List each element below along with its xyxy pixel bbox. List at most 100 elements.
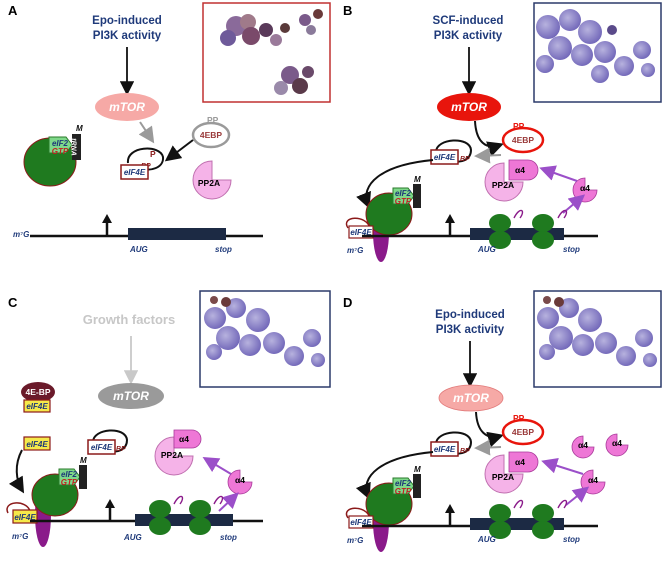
pp-label-a: PP (207, 115, 219, 125)
micrograph-b (533, 2, 662, 103)
panel-label-c: C (8, 295, 18, 310)
alpha4-extra1-label-d: α4 (578, 440, 588, 450)
alpha4-bound-label-d: α4 (515, 457, 525, 467)
arrow-alpha4-to-pp2a-d (541, 457, 584, 475)
eif4e-yellow-c (23, 399, 51, 413)
alpha4-extra2-d (605, 433, 629, 457)
alpha4-bound-b (508, 159, 539, 181)
pp-label-d: PP (513, 413, 525, 423)
pp2a-label-c: PP2A (161, 450, 183, 460)
arrow-mtor-to-4ebp-a (138, 121, 155, 144)
micrograph-c (199, 290, 331, 388)
stop-label-c: stop (220, 533, 237, 542)
panel-b-title-line1: SCF-induced (433, 15, 504, 27)
4ebp-label-d: 4EBP (512, 427, 535, 437)
panel-c: C Growth factors mTOR 4E-BP eIF4E eIF4E … (6, 290, 331, 547)
trna-label-a: tRNA (70, 138, 77, 156)
pp2a-a (192, 160, 232, 200)
eif2-label-a: eIF2 (52, 139, 69, 148)
panel-d-title-line1: Epo-induced (435, 309, 505, 321)
p-label-a: P (150, 149, 156, 159)
m7g-label-b: m⁷G (347, 246, 363, 255)
eif4e-free-label-c: eIF4E (26, 440, 48, 449)
bp-label-d: BP (460, 448, 470, 455)
bp-label-b: BP (460, 156, 470, 163)
arrow-mtor-to-4ebp-d (475, 411, 504, 448)
arrow-pp2a-back-b (474, 147, 502, 164)
stop-label-d: stop (563, 535, 580, 544)
pp2a-label-a: PP2A (198, 178, 220, 188)
m-label-a: M (76, 124, 83, 133)
stop-label-a: stop (215, 245, 232, 254)
pp2a-label-b: PP2A (492, 180, 514, 190)
eif4e-cap-label-b: eIF4E (350, 228, 372, 237)
arrow-pp2a-back-d (474, 439, 502, 456)
mtor-label-b: mTOR (451, 100, 487, 114)
panel-label-d: D (343, 295, 352, 310)
pp-label-b: PP (513, 121, 525, 131)
m-label-b: M (414, 175, 421, 184)
alpha4-free-c (227, 469, 253, 495)
alpha4-free-label-b: α4 (580, 183, 590, 193)
4ebp-label-b: 4EBP (512, 135, 535, 145)
arrow-translation-to-alpha4-d (565, 486, 590, 506)
panel-a-title-line2: PI3K activity (93, 30, 162, 42)
mtor-label-c: mTOR (113, 389, 149, 403)
aug-label-d: AUG (477, 535, 496, 544)
arrow-eif4e-to-cap-d (355, 451, 434, 500)
arrow-eif4e-to-cap-c (8, 449, 25, 494)
m7g-label-d: m⁷G (347, 536, 363, 545)
4ebp-label-a: 4EBP (200, 130, 223, 140)
micrograph-d (533, 290, 662, 388)
panel-b: B SCF-induced PI3K activity mTOR 4EBP PP… (343, 2, 662, 262)
panel-b-title-line2: PI3K activity (434, 30, 503, 42)
panel-label-b: B (343, 3, 352, 18)
mtor-node-c (98, 383, 164, 409)
eif4e-label-a: eIF4E (124, 168, 146, 177)
trna-b (413, 184, 421, 208)
gtp-label-b: GTP (395, 197, 412, 206)
4ebp-bound-c (21, 382, 55, 402)
panel-a-title-line1: Epo-induced (92, 15, 162, 27)
alpha4-free-label-c: α4 (235, 475, 245, 485)
mtor-node-d (438, 384, 504, 412)
eif4e-label-c: eIF4E (91, 443, 113, 452)
eif4e-box-c (87, 439, 116, 455)
eif4e-cap-label-c: eIF4E (14, 513, 36, 522)
panel-c-title: Growth factors (83, 312, 175, 327)
m7g-label-c: m⁷G (12, 532, 28, 541)
alpha4-extra1-d (571, 435, 595, 459)
arrow-translation-to-alpha4-c (218, 492, 239, 512)
m-label-d: M (414, 465, 421, 474)
panel-d: D Epo-induced PI3K activity mTOR 4EBP PP… (343, 290, 662, 552)
gtp-label-d: GTP (395, 487, 412, 496)
aug-label-c: AUG (123, 533, 142, 542)
4ebp-phospho-b (501, 126, 545, 154)
eif4e-yellow-label-c: eIF4E (26, 402, 48, 411)
4ebp-phospho-d (501, 418, 545, 446)
eif4e-label-b: eIF4E (434, 153, 456, 162)
alpha4-bound-label-b: α4 (515, 165, 525, 175)
eif4e-free-c (23, 436, 51, 451)
4ebp-free-a (191, 121, 231, 149)
alpha4-bound-label-c: α4 (179, 434, 189, 444)
eif4e-box-a (120, 164, 149, 180)
bp-label-c: BP (116, 446, 126, 453)
mtor-node-a (95, 93, 159, 121)
alpha4-bound-c (173, 429, 202, 449)
micrograph-a (202, 2, 331, 103)
alpha4-extra2-label-d: α4 (612, 438, 622, 448)
arrow-alpha4-to-pp2a-c (202, 456, 232, 475)
m-label-c: M (80, 456, 87, 465)
eif4e-box-d (430, 441, 459, 457)
gtp-label-c: GTP (61, 478, 78, 487)
m7g-label-a: m⁷G (13, 230, 29, 239)
eif4e-cap-label-d: eIF4E (350, 518, 372, 527)
gtp-label-a: GTP (52, 147, 69, 156)
eif2-label-d: eIF2 (395, 479, 412, 488)
aug-label-a: AUG (129, 245, 148, 254)
stop-label-b: stop (563, 245, 580, 254)
arrow-alpha4-to-pp2a-b (539, 165, 578, 182)
eif4e-label-d: eIF4E (434, 445, 456, 454)
